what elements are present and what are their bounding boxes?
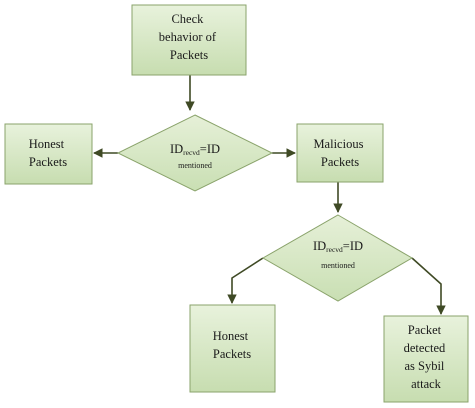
node-malicious-line-2: Packets: [321, 155, 359, 169]
node-decision-1-rhs: =ID: [200, 142, 220, 156]
node-sybil-line-3: as Sybil: [404, 359, 444, 373]
node-decision-2-condition: IDrecvd=ID: [313, 239, 363, 254]
arrow-decision2-to-honest: [227, 257, 264, 304]
node-decision-2-id: ID: [313, 239, 326, 253]
node-check-behavior-line-2: behavior of: [159, 30, 217, 44]
node-honest-1-line-1: Honest: [29, 137, 65, 151]
node-malicious-box: [296, 123, 384, 183]
node-sybil-line-2: detected: [404, 341, 446, 355]
arrow-decision2-to-sybil: [411, 257, 446, 315]
node-honest-2: Honest Packets: [189, 304, 276, 393]
node-malicious-text: Malicious Packets: [313, 137, 366, 169]
node-check-behavior-text: Check behavior of Packets: [159, 12, 219, 62]
connectors: [93, 75, 446, 315]
node-honest-1: Honest Packets: [4, 123, 93, 185]
node-malicious: Malicious Packets: [296, 123, 384, 183]
node-honest-2-text: Honest Packets: [213, 329, 252, 361]
node-sybil: Packet detected as Sybil attack: [383, 315, 469, 403]
node-decision-1-condition: IDrecvd=ID: [170, 142, 220, 157]
node-sybil-line-1: Packet: [408, 323, 442, 337]
node-decision-1: IDrecvd=ID mentioned: [116, 114, 274, 192]
node-decision-1-diamond: [116, 114, 274, 192]
node-check-behavior-line-1: Check: [171, 12, 204, 26]
node-honest-2-line-2: Packets: [213, 347, 251, 361]
node-decision-1-id: ID: [170, 142, 183, 156]
node-decision-2: IDrecvd=ID mentioned: [261, 214, 413, 302]
node-malicious-line-1: Malicious: [313, 137, 363, 151]
node-decision-2-caption: mentioned: [321, 261, 355, 270]
node-decision-1-subscript: recvd: [183, 148, 200, 157]
node-decision-1-caption: mentioned: [178, 161, 212, 170]
node-check-behavior-box: [131, 4, 247, 76]
node-decision-2-rhs: =ID: [343, 239, 363, 253]
node-honest-1-text: Honest Packets: [29, 137, 68, 169]
node-decision-2-subscript: recvd: [326, 245, 343, 254]
node-honest-2-line-1: Honest: [213, 329, 249, 343]
node-sybil-text: Packet detected as Sybil attack: [404, 323, 449, 391]
node-honest-1-box: [4, 123, 93, 185]
node-check-behavior-line-3: Packets: [170, 48, 208, 62]
node-sybil-box: [383, 315, 469, 403]
node-sybil-line-4: attack: [411, 377, 442, 391]
node-honest-2-box: [189, 304, 276, 393]
node-honest-1-line-2: Packets: [29, 155, 67, 169]
node-decision-2-diamond: [261, 214, 413, 302]
node-check-behavior: Check behavior of Packets: [131, 4, 247, 76]
